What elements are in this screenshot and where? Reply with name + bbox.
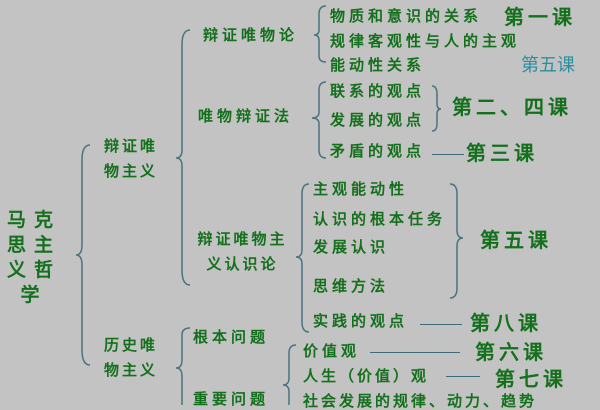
item: 物质和意识的关系 [330,7,483,25]
item: 规律客观性与人的主观 [330,32,521,50]
lesson-label: 第五课 [521,55,575,76]
node-epistemology: 辩证唯物主义认识论 [197,230,288,273]
item: 能动性关系 [330,56,426,74]
node-dialectical-materialism: 辩证唯物主义 [103,137,158,180]
node-important-question: 重要问题 [193,390,270,408]
lesson-label: 第五课 [480,228,552,252]
lesson-label: 第二、四课 [452,95,572,119]
lesson-label: 第一课 [504,5,576,29]
lesson-label: 第七课 [495,367,567,391]
item: 思维方法 [313,277,390,295]
lesson-label: 第八课 [470,311,542,335]
item: 联系的观点 [330,82,426,100]
lesson-label: 第三课 [466,141,538,165]
brace-dialectics [311,81,327,159]
item: 价值观 [303,342,361,360]
root-topic: 马克思主义哲学 [6,209,61,306]
brace-important [282,344,297,405]
item: 发展的观点 [330,111,426,129]
item: 人生（价值）观 [303,367,430,385]
node-materialism: 辩证唯物论 [203,26,299,44]
item: 矛盾的观点 [330,142,426,160]
item: 社会发展的规律、动力、趋势 [303,392,538,410]
brace-root [75,144,91,366]
item: 主观能动性 [313,180,409,198]
brace-dialectical [175,29,191,286]
node-dialectics: 唯物辩证法 [198,107,294,125]
brace-epistemology-right [449,183,464,299]
item: 发展认识 [313,238,390,256]
brace-epistemology [295,183,310,333]
connector-line [446,376,480,377]
connector-line [420,324,462,325]
item: 实践的观点 [313,312,409,330]
node-historical-materialism: 历史唯物主义 [103,336,158,379]
node-basic-question: 根本问题 [193,328,270,346]
item: 认识的根本任务 [313,210,447,228]
connector-line [432,154,464,155]
brace-historical [175,327,191,405]
lesson-label: 第六课 [475,340,547,364]
brace-materialism [313,5,327,63]
brace-lianxi-fazhan [431,85,442,132]
connector-line [370,352,460,353]
